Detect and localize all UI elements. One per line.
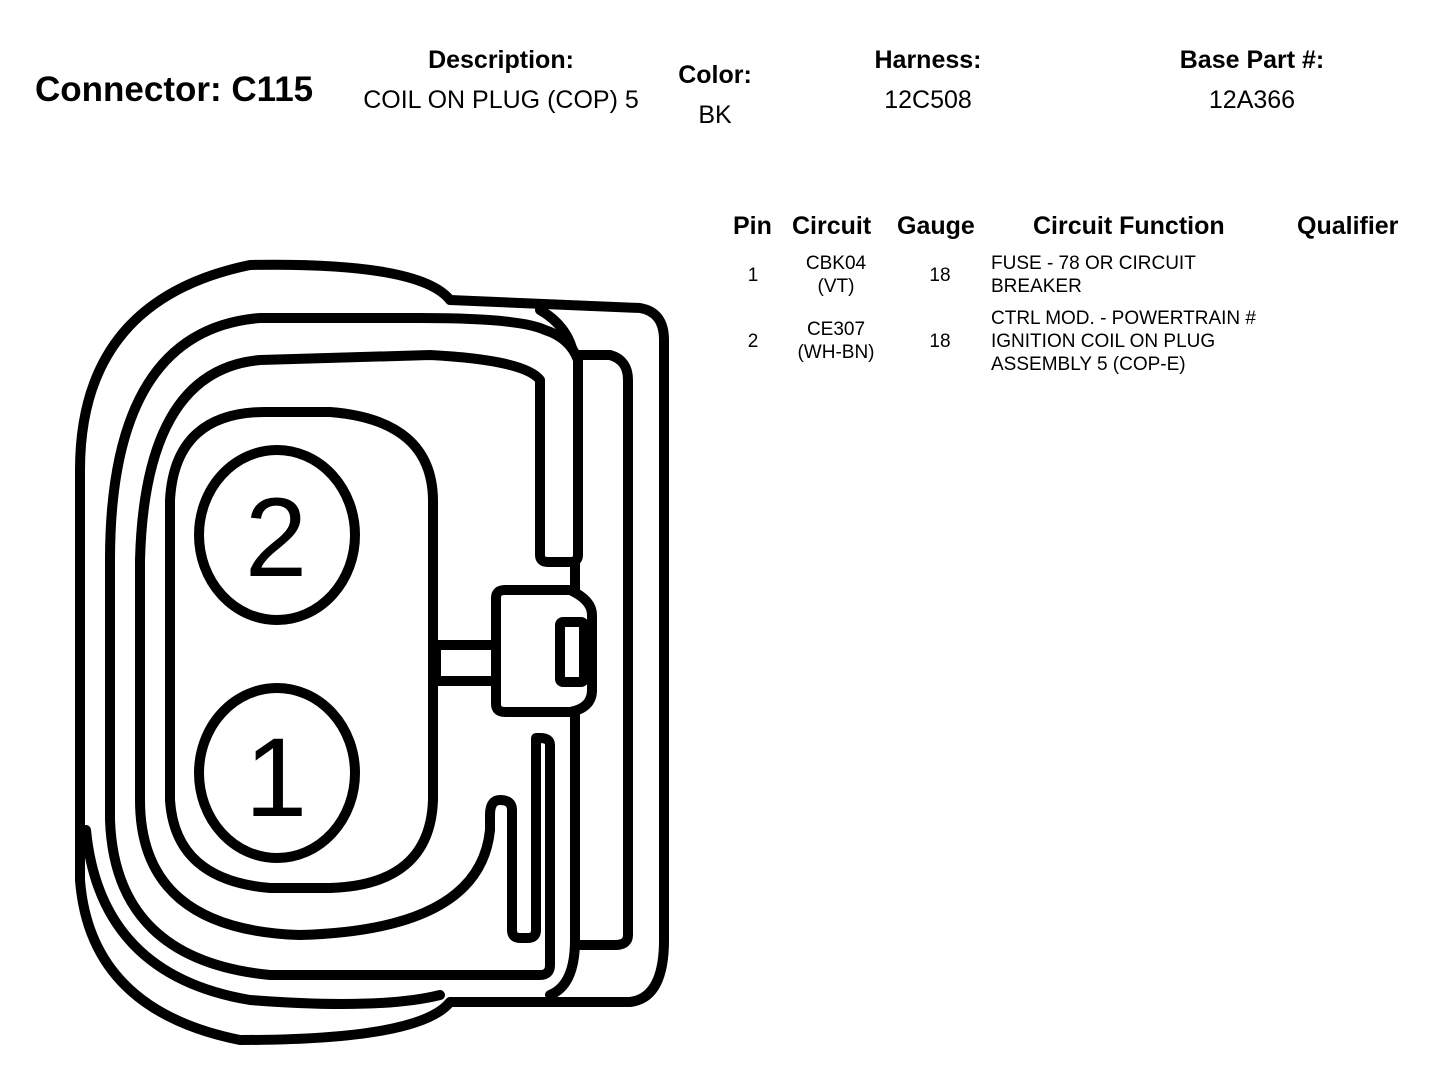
color-label: Color: [678, 61, 752, 89]
pin-1-label: 1 [245, 715, 307, 840]
pin-column-header: Pin [733, 212, 772, 240]
table-row-1-function: FUSE - 78 OR CIRCUIT BREAKER [991, 253, 1196, 297]
circuit-wire-color: (WH-BN) [797, 342, 875, 363]
gauge-column-header: Gauge [897, 212, 975, 240]
base-part-value: 12A366 [1208, 86, 1296, 114]
table-row-1-gauge: 18 [929, 265, 951, 286]
table-row-1-pin: 1 [747, 265, 759, 286]
connector-shell-inner-wall [81, 825, 445, 1009]
color-value: BK [698, 101, 732, 129]
latch-stem [431, 640, 501, 686]
function-column-header: Circuit Function [1033, 212, 1225, 240]
description-label: Description: [428, 46, 574, 74]
connector-right-rail [570, 350, 633, 950]
pin-2-label: 2 [245, 475, 307, 600]
qualifier-column-header: Qualifier [1297, 212, 1399, 240]
latch-window [555, 617, 589, 687]
connector-title: Connector: C115 [35, 70, 314, 109]
connector-inner-cavity [105, 313, 583, 980]
circuit-wire-color: (VT) [817, 276, 855, 297]
table-row-2-circuit: CE307 (WH-BN) [780, 318, 892, 364]
pin-2-cavity [194, 445, 360, 625]
pin-1-cavity [194, 683, 360, 863]
circuit-code: CE307 [806, 319, 866, 340]
harness-value: 12C508 [884, 86, 972, 114]
table-row-2-function: CTRL MOD. - POWERTRAIN # IGNITION COIL O… [991, 308, 1256, 375]
table-row-2-pin: 2 [747, 331, 759, 352]
harness-label: Harness: [874, 46, 982, 74]
description-value: COIL ON PLUG (COP) 5 [363, 86, 639, 114]
table-row-1-circuit: CBK04 (VT) [780, 252, 892, 298]
circuit-column-header: Circuit [792, 212, 872, 240]
base-part-label: Base Part #: [1179, 46, 1325, 74]
circuit-code: CBK04 [805, 253, 867, 274]
table-row-2-gauge: 18 [929, 331, 951, 352]
